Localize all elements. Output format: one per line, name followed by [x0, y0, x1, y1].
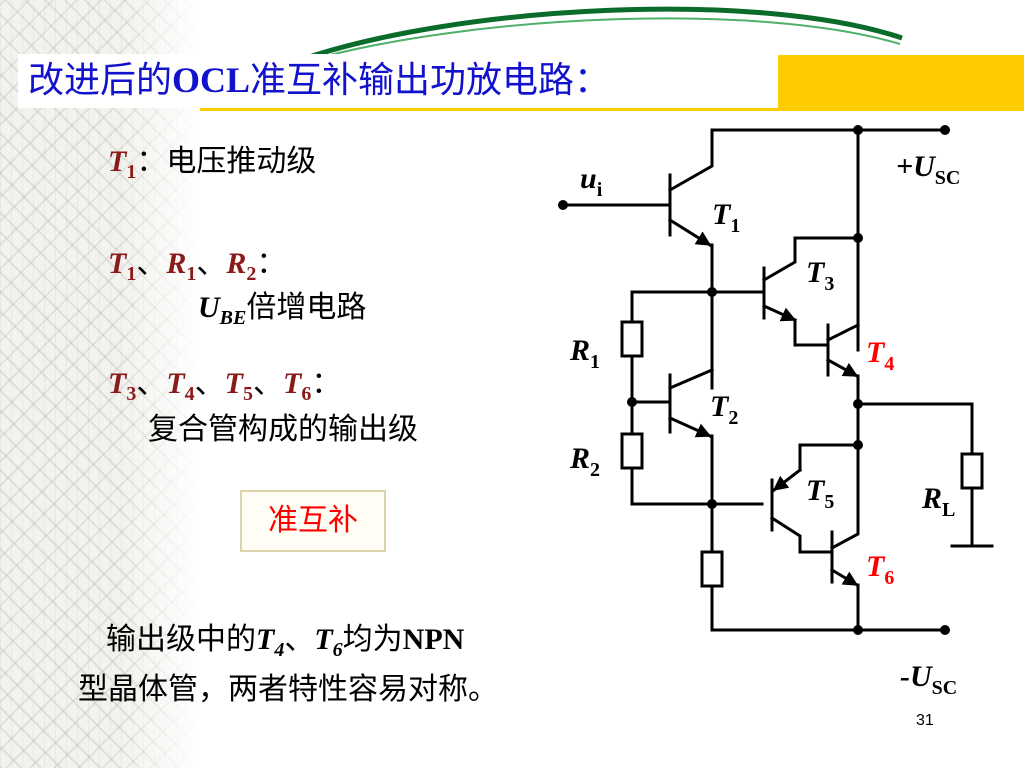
wire-output-to-load	[856, 402, 974, 456]
label-t4: T4	[866, 336, 894, 375]
label-r2: R2	[569, 442, 600, 481]
label-t1: T1	[712, 198, 740, 237]
transistor-t4	[825, 322, 861, 379]
transistor-t1	[667, 128, 714, 248]
label-t1: T1	[108, 145, 137, 183]
note-voltage-driver-stage: T1：电压推动级	[108, 144, 317, 183]
page-number: 31	[916, 712, 934, 729]
resistor-r2	[620, 432, 644, 470]
note-composite-output-stage: 复合管构成的输出级	[148, 412, 418, 447]
junction-bottom	[853, 625, 863, 635]
label-pos-supply: +USC	[896, 150, 960, 189]
junction-bias-bottom	[707, 499, 717, 509]
transistor-t5	[769, 443, 860, 554]
transistor-t3	[761, 236, 860, 347]
transistor-t2	[630, 368, 714, 438]
resistor-rl	[960, 452, 984, 490]
label-r1: R1	[569, 334, 600, 373]
junction-output	[853, 399, 863, 409]
label-t6: T6	[866, 550, 894, 589]
terminal-pos-supply	[940, 125, 950, 135]
resistor-bias-lower	[700, 550, 724, 588]
junction-top	[853, 125, 863, 135]
terminal-neg-supply	[940, 625, 950, 635]
resistor-r1	[620, 320, 644, 358]
junction-bias-top	[707, 287, 717, 297]
label-t5: T5	[806, 474, 834, 513]
transistor-t6	[829, 443, 860, 588]
note-ube-multiplier-components: T1、R1、R2：	[108, 246, 287, 285]
decorative-swoosh	[299, 6, 903, 64]
label-input: ui	[580, 162, 603, 201]
terminal-input	[558, 200, 568, 210]
wire-load-ground	[950, 486, 994, 548]
title-box	[18, 54, 778, 108]
quasi-complementary-label: 准互补	[240, 490, 386, 552]
decorative-background-pattern	[0, 0, 200, 768]
wire-r-chain	[630, 290, 764, 506]
slide-title: 改进后的OCL准互补输出功放电路：	[28, 60, 611, 101]
note-ube-multiplier: UBE倍增电路	[198, 290, 367, 329]
junction-t5-emitter	[853, 440, 863, 450]
junction-r1-r2	[627, 397, 637, 407]
junction-t3-collector	[853, 233, 863, 243]
label-t3: T3	[806, 256, 834, 295]
note-output-stage-components: T3、T4、T5、T6：	[108, 366, 342, 405]
bottom-note-line2: 型晶体管，两者特性容易对称。	[78, 672, 498, 707]
label-rl: RL	[921, 482, 955, 521]
label-t2: T2	[710, 390, 738, 429]
label-neg-supply: -USC	[900, 660, 957, 699]
bottom-note-line1: 输出级中的T4、T6均为NPN	[106, 622, 465, 661]
